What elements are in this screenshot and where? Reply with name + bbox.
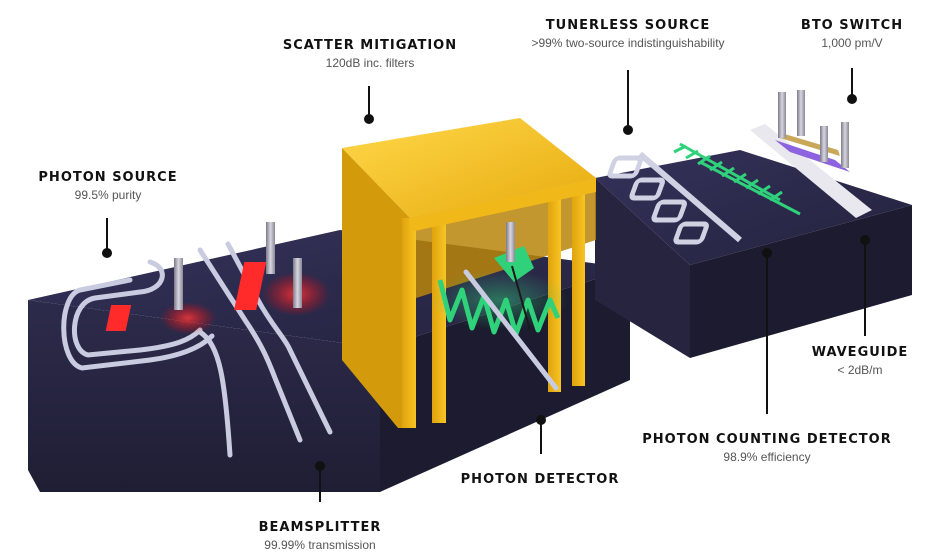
bto-switch-sub: 1,000 pm/V — [821, 36, 883, 50]
leader-lines — [102, 68, 870, 502]
ring-resonator-icon — [607, 151, 742, 245]
left-chip-side — [380, 268, 630, 492]
photon-counting-detector-title: PHOTON COUNTING DETECTOR — [642, 432, 892, 447]
heater-pin-1 — [174, 258, 183, 310]
beamsplitter-sub: 99.99% transmission — [264, 538, 376, 552]
tunerless-source-title: TUNERLESS SOURCE — [545, 18, 711, 33]
waveguide-sub: < 2dB/m — [837, 363, 883, 377]
label-photon-counting-detector: PHOTON COUNTING DETECTOR 98.9% efficienc… — [636, 432, 898, 464]
beamsplitter-title: BEAMSPLITTER — [258, 520, 382, 535]
label-scatter-mitigation: SCATTER MITIGATION 120dB inc. filters — [262, 38, 478, 70]
photon-counting-comb — [673, 142, 801, 216]
heater-pin-2 — [266, 222, 275, 274]
shield-top — [342, 118, 596, 218]
right-chip — [595, 150, 912, 358]
photon-source-sub: 99.5% purity — [74, 188, 142, 202]
label-beamsplitter: BEAMSPLITTER 99.99% transmission — [240, 520, 400, 552]
shield-left-wall — [342, 148, 410, 428]
label-bto-switch: BTO SWITCH 1,000 pm/V — [784, 18, 920, 50]
tunerless-source-sub: >99% two-source indistinguishability — [531, 36, 725, 50]
waveguide-title: WAVEGUIDE — [811, 345, 909, 360]
label-waveguide: WAVEGUIDE < 2dB/m — [800, 345, 920, 377]
shield-leg-4 — [572, 186, 585, 386]
gold-shield-icon — [342, 118, 596, 428]
label-tunerless-source: TUNERLESS SOURCE >99% two-source indisti… — [502, 18, 754, 50]
electrode-icon — [750, 90, 872, 218]
photon-source-title: PHOTON SOURCE — [38, 170, 178, 185]
meander-detector-icon — [430, 222, 570, 391]
left-chip — [28, 230, 630, 492]
scatter-mitigation-sub: 120dB inc. filters — [325, 56, 415, 70]
photon-detector-title: PHOTON DETECTOR — [460, 472, 620, 487]
shield-leg-2 — [432, 218, 446, 423]
scatter-mitigation-title: SCATTER MITIGATION — [282, 38, 458, 53]
right-chip-side — [690, 205, 912, 358]
heater-pin-3 — [293, 258, 302, 308]
bto-switch-title: BTO SWITCH — [800, 18, 904, 33]
label-photon-detector: PHOTON DETECTOR — [450, 472, 630, 487]
heaters — [105, 222, 330, 334]
heater-pad-1 — [105, 305, 132, 331]
right-chip-top — [595, 150, 912, 265]
photon-source-waveguide — [61, 259, 233, 458]
left-chip-front — [28, 300, 380, 492]
heater-pad-2 — [234, 262, 267, 310]
label-photon-source: PHOTON SOURCE 99.5% purity — [22, 170, 194, 202]
right-chip-front — [595, 178, 690, 358]
photon-counting-detector-sub: 98.9% efficiency — [723, 450, 811, 464]
shield-front-bar — [410, 178, 596, 232]
shield-leg-1 — [402, 218, 416, 428]
